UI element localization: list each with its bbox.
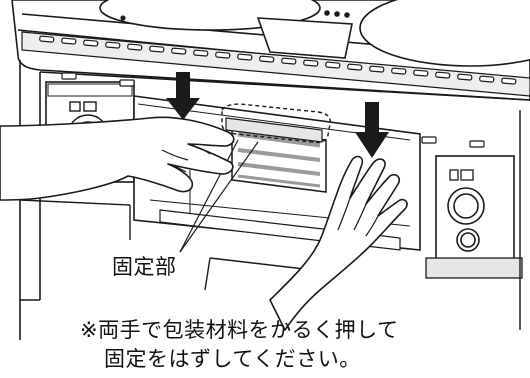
- instruction-line-2: 固定をはずしてください。: [104, 347, 361, 371]
- down-arrow-icon: [166, 72, 200, 120]
- leader-lines: [179, 139, 259, 253]
- right-control-panel: [425, 155, 523, 279]
- right-small-knob-inner: [460, 232, 476, 248]
- control-strip: [21, 31, 530, 97]
- left-hand-icon: [0, 116, 235, 201]
- right-knob-inner: [453, 193, 479, 219]
- down-arrow-icon-right: [355, 102, 389, 158]
- cabinet: [19, 110, 521, 330]
- fixing-part-label: 固定部: [112, 255, 177, 279]
- packing-material: [225, 117, 327, 193]
- right-indicator-1: [449, 169, 459, 181]
- burner-right: [359, 0, 530, 67]
- center-panel: [256, 17, 353, 59]
- right-indicator-2: [460, 169, 474, 181]
- left-indicator-1: [69, 101, 81, 112]
- instruction-line-1: ※両手で包装材料をかるく押して: [80, 318, 399, 342]
- left-indicator-2: [83, 101, 97, 112]
- right-hand-icon: [269, 155, 408, 331]
